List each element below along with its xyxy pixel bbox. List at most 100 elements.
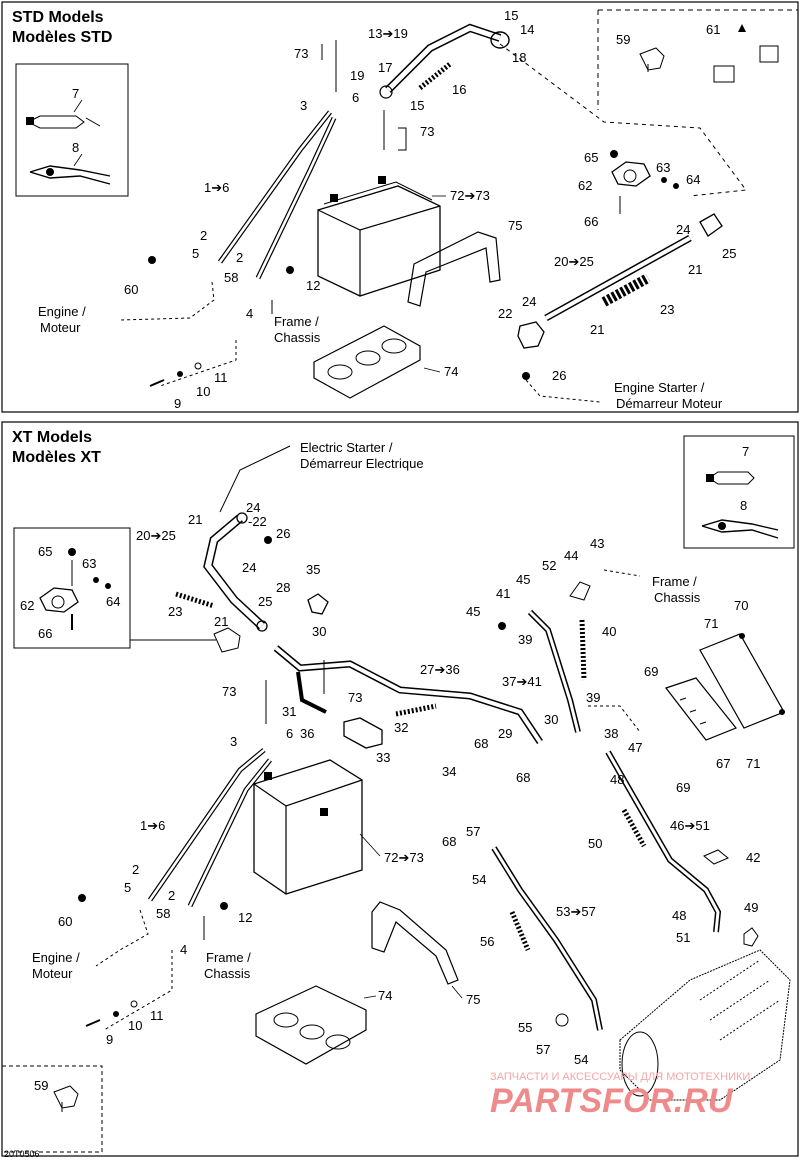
callout: 26 xyxy=(276,526,290,541)
callout: 67 xyxy=(716,756,730,771)
callout: 69 xyxy=(644,664,658,679)
callout: 6 xyxy=(352,90,359,105)
xt-estarter-label: Electric Starter / xyxy=(300,440,393,455)
callout: 64 xyxy=(686,172,700,187)
callout: 8 xyxy=(72,140,79,155)
callout: 21 xyxy=(590,322,604,337)
callout: 47 xyxy=(628,740,642,755)
callout: 20➔25 xyxy=(136,528,176,543)
callout: 24 xyxy=(246,500,260,515)
callout: 68 xyxy=(474,736,488,751)
callout: 58 xyxy=(156,906,170,921)
std-bolt-9 xyxy=(149,379,165,387)
callout: 6 xyxy=(286,726,293,741)
callout: 73 xyxy=(222,684,236,699)
callout: 2 xyxy=(236,250,243,265)
std-battery-strap xyxy=(407,231,501,307)
xt-cable-20-25-inner xyxy=(204,515,265,629)
callout: 39 xyxy=(586,690,600,705)
xt-clamp-55 xyxy=(555,1013,569,1027)
std-sleeve-23 xyxy=(601,273,651,307)
callout: 2 xyxy=(132,862,139,877)
callout: 73 xyxy=(294,46,308,61)
sealant-tube-icon xyxy=(26,115,101,129)
xt-cable-53-57-inner xyxy=(492,847,602,1031)
xt-cable-branch xyxy=(296,671,327,714)
callout: 7 xyxy=(742,444,749,459)
callout: 11 xyxy=(150,1008,164,1023)
xt-clip-42 xyxy=(703,849,729,865)
callout: 3 xyxy=(230,734,237,749)
std-boot-25 xyxy=(699,213,723,237)
xt-bolt-path xyxy=(103,950,173,1031)
std-title-fr: Modèles STD xyxy=(12,29,112,46)
std-cable-negative-inner xyxy=(218,111,332,263)
callout: 44 xyxy=(564,548,578,563)
callout: 64 xyxy=(106,594,120,609)
xt-boot-35 xyxy=(307,593,329,615)
callout: 21 xyxy=(688,262,702,277)
callout: 20➔25 xyxy=(554,254,594,269)
std-washer-10 xyxy=(177,371,183,377)
std-connector-inset xyxy=(597,9,798,110)
callout: 54 xyxy=(472,872,486,887)
callout: 37➔41 xyxy=(502,674,542,689)
callout: 27➔36 xyxy=(420,662,460,677)
callout: 60 xyxy=(58,914,72,929)
callout: 66 xyxy=(38,626,52,641)
callout: 24 xyxy=(522,294,536,309)
callout: 51 xyxy=(676,930,690,945)
xt-bolt-9 xyxy=(85,1019,101,1027)
callout: 15 xyxy=(504,8,518,23)
diagram-code: 20T0506 xyxy=(4,1149,40,1159)
callout: 57 xyxy=(536,1042,550,1057)
xt-frame2-label-fr: Chassis xyxy=(654,590,701,605)
std-solenoid xyxy=(610,150,679,214)
connector-61-icon xyxy=(713,24,779,83)
xt-frame-label-fr: Chassis xyxy=(204,966,251,981)
xt-fuse-dash xyxy=(588,705,641,733)
callout: 38 xyxy=(604,726,618,741)
xt-labels: Electric Starter / Démarreur Electrique … xyxy=(20,440,760,1093)
callout: 60 xyxy=(124,282,138,297)
callout: 15 xyxy=(410,98,424,113)
xt-terminal-24b xyxy=(256,620,268,632)
callout: 24 xyxy=(242,560,256,575)
std-terminal-17 xyxy=(379,85,393,99)
callout: 50 xyxy=(588,836,602,851)
callout: 14 xyxy=(520,22,534,37)
callout: 16 xyxy=(452,82,466,97)
callout: 71 xyxy=(704,616,718,631)
callout: 74 xyxy=(444,364,458,379)
std-battery xyxy=(317,176,441,297)
callout: 1➔6 xyxy=(204,180,229,195)
xt-hardware-73 xyxy=(265,660,325,724)
callout: 42 xyxy=(746,850,760,865)
watermark-tagline: ЗАПЧАСТИ И АКСЕССУАРЫ ДЛЯ МОТОТЕХНИКИ xyxy=(490,1071,750,1083)
callout: 56 xyxy=(480,934,494,949)
xt-cable-negative-inner xyxy=(148,749,265,901)
callout: 13➔19 xyxy=(368,26,408,41)
callout: 48 xyxy=(610,772,624,787)
callout: 3 xyxy=(300,98,307,113)
sealant-tube-icon xyxy=(706,471,755,485)
callout: 30 xyxy=(312,624,326,639)
xt-section-frame xyxy=(1,421,799,1157)
callout: 75 xyxy=(466,992,480,1007)
std-frame-label-fr: Chassis xyxy=(274,330,321,345)
callout: 19 xyxy=(350,68,364,83)
std-bolt-path xyxy=(159,340,237,387)
callout: 21 xyxy=(188,512,202,527)
xt-title-en: XT Models xyxy=(12,429,92,446)
callout: 25 xyxy=(722,246,736,261)
callout: 63 xyxy=(82,556,96,571)
std-terminal-14 xyxy=(490,31,510,49)
callout: 9 xyxy=(174,396,181,411)
std-boot-22 xyxy=(517,321,545,349)
std-nut-12 xyxy=(286,266,294,274)
std-starter-label-fr: Démarreur Moteur xyxy=(616,396,723,411)
callout: 5 xyxy=(192,246,199,261)
callout: 69 xyxy=(676,780,690,795)
callout: 36 xyxy=(300,726,314,741)
callout: 75 xyxy=(508,218,522,233)
